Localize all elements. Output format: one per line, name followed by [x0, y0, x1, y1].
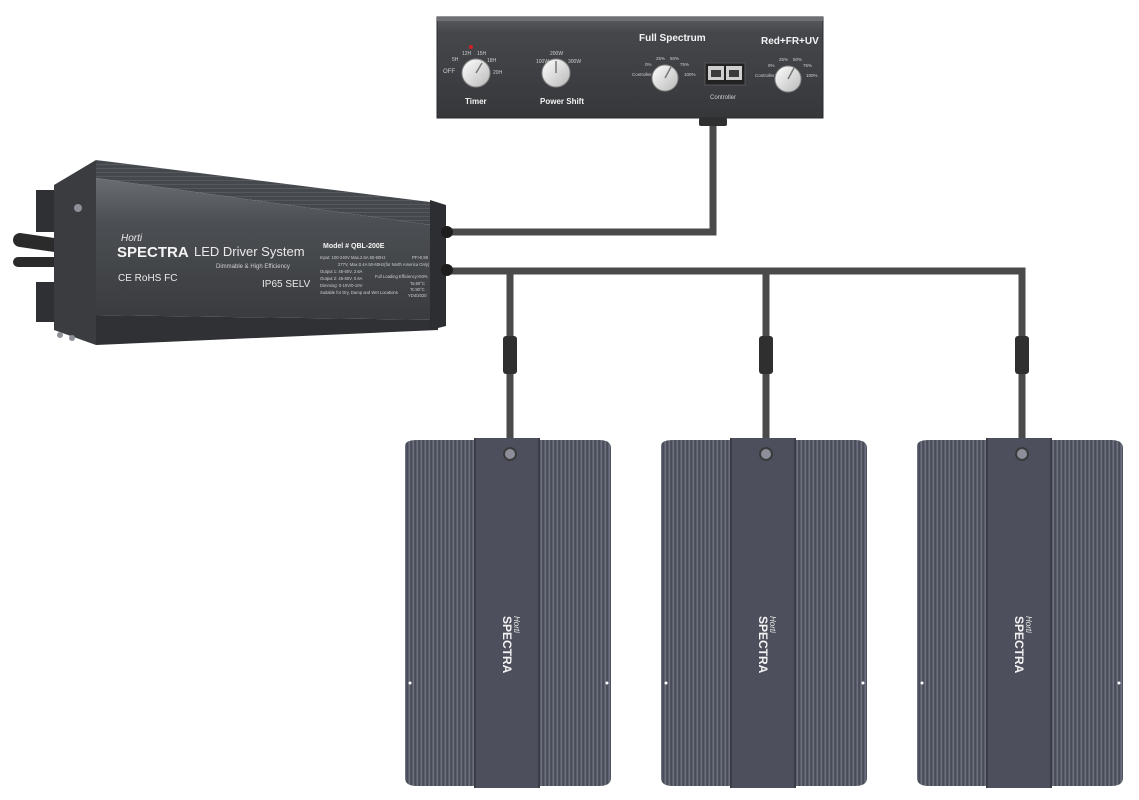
red-fr-uv-title: Red+FR+UV [761, 36, 819, 47]
fixture-2: Horti SPECTRA [661, 438, 867, 788]
fs-tick-100: 100% [684, 72, 696, 77]
driver-subtitle: Dimmable & High Efficiency [216, 264, 290, 270]
power-tick-200w: 200W [550, 51, 563, 57]
driver-brand-top: Horti [121, 233, 143, 244]
fixture-2-brand-top: Horti [768, 616, 777, 633]
timer-indicator-led [469, 45, 473, 49]
rfu-tick-controller: Controller [755, 73, 775, 78]
power-tick-300w: 300W [568, 59, 581, 65]
driver-spec-right-1: PF>0.98 [412, 255, 429, 260]
power-tick-100w: 100W [536, 59, 549, 65]
controller-cable [443, 118, 717, 236]
driver-model: Model # QBL-200E [323, 243, 385, 250]
fs-tick-25: 25% [656, 56, 665, 61]
driver-spec-right-2: Full Loading Efficiency>93% [375, 274, 428, 279]
driver-spec-right-3: Ta:60°C [410, 281, 425, 286]
bus-cable [443, 267, 1026, 456]
controller-ports[interactable] [704, 62, 746, 86]
fixture-1-brand-main: SPECTRA [500, 616, 514, 674]
fs-tick-controller: Controller [632, 72, 652, 77]
fixture-3-brand-top: Horti [1024, 616, 1033, 633]
full-spectrum-dial[interactable] [651, 64, 679, 92]
driver-spec-line-4: Output 2: 45-60V, 0.6A [320, 276, 363, 281]
power-shift-dial[interactable] [541, 58, 571, 88]
timer-tick-12h: 12H [462, 51, 472, 57]
red-fr-uv-dial[interactable] [774, 65, 802, 93]
driver-spec-right-5: YD4/2020 [408, 293, 427, 298]
controller-unit: OFF 5H 12H 15H 18H 20H Timer 100W 200W 3… [436, 16, 824, 119]
fs-tick-75: 75% [680, 62, 689, 67]
timer-tick-15h: 15H [477, 51, 487, 57]
rfu-tick-25: 25% [779, 57, 788, 62]
timer-tick-off: OFF [443, 69, 455, 75]
driver-spec-line-1: Input: 100-240V Max.2.5A 50-60Hz [320, 255, 385, 260]
timer-tick-20h: 20H [493, 70, 503, 76]
fixture-2-brand-main: SPECTRA [756, 616, 770, 674]
cable-connectors [503, 118, 1029, 374]
fixture-3-brand-main: SPECTRA [1012, 616, 1026, 674]
rfu-tick-75: 75% [803, 63, 812, 68]
fixture-3: Horti SPECTRA [917, 438, 1123, 788]
driver-cert-marks: CE RoHS FC [118, 273, 177, 284]
driver-spec-line-6: Suitable for Dry, Damp and Wet Locations [320, 290, 398, 295]
full-spectrum-title: Full Spectrum [639, 33, 706, 44]
driver-brand-main: SPECTRA [117, 244, 189, 261]
rfu-tick-50: 50% [793, 57, 802, 62]
driver-spec-line-3: Output 1: 45-60V, 2.6A [320, 269, 363, 274]
port-label: Controller [710, 95, 736, 101]
power-shift-label: Power Shift [540, 97, 584, 106]
cables [443, 118, 1026, 456]
driver-label: Horti SPECTRA LED Driver System Dimmable… [117, 233, 430, 298]
rfu-tick-0: 0% [768, 63, 775, 68]
fs-tick-0: 0% [645, 62, 652, 67]
driver-spec-line-5: Dimming: 0-10V/0-10V [320, 283, 363, 288]
fixture-1: Horti SPECTRA [405, 438, 611, 788]
timer-label: Timer [465, 97, 487, 106]
driver-spec-line-2: 277V, Max.0.4A 50-60Hz(for North America… [338, 262, 430, 267]
rfu-tick-100: 100% [806, 73, 818, 78]
fixture-1-brand-top: Horti [512, 616, 521, 633]
led-driver [13, 160, 453, 345]
driver-ip-rating: IP65 SELV [262, 279, 311, 290]
timer-tick-18h: 18H [487, 58, 497, 64]
fs-tick-50: 50% [670, 56, 679, 61]
driver-title: LED Driver System [194, 244, 305, 259]
timer-dial[interactable] [461, 45, 491, 88]
driver-spec-right-4: Tc:90°C [410, 287, 425, 292]
timer-tick-5h: 5H [452, 57, 459, 63]
